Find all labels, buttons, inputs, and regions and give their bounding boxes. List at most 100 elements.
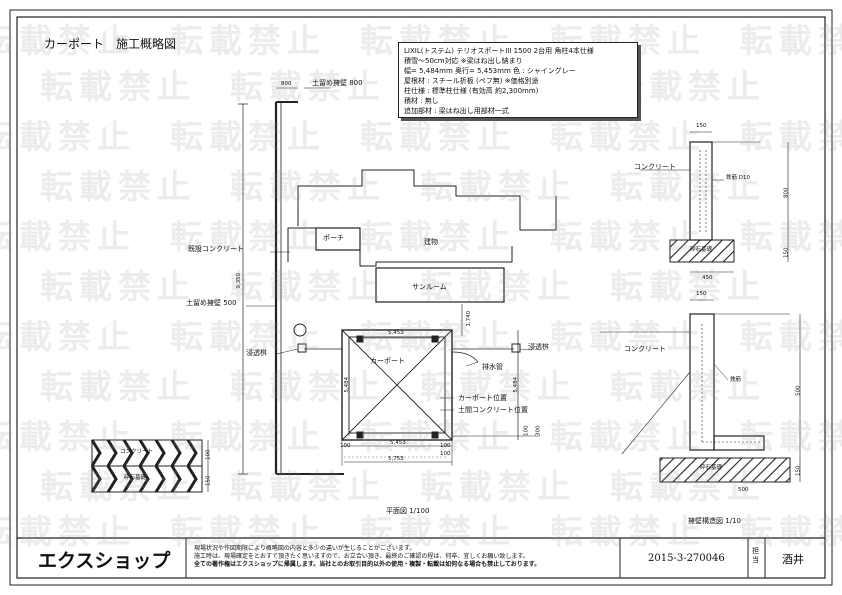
watermark-text: 転載禁止	[360, 512, 516, 551]
watermark-text: 転載禁止	[170, 21, 326, 60]
watermark-text: 転載禁止	[170, 317, 326, 356]
watermark-text: 転載禁止	[170, 117, 326, 156]
dim-100-c: 100	[523, 425, 530, 437]
watermark-text: 転載禁止	[0, 117, 136, 156]
soak-pit-right-label: 浸透桝	[528, 343, 549, 351]
wall-bottom-dim-150v: 150	[795, 465, 802, 477]
slab-base-label: 砕石基礎	[124, 475, 147, 481]
watermark-text: 転載禁止	[0, 317, 136, 356]
watermark-text: 転載禁止	[0, 417, 136, 456]
watermark-text: 転載禁止	[230, 67, 386, 106]
dim-5484-left: 5,484	[344, 376, 351, 393]
building-label: 建物	[424, 238, 438, 246]
dim-5453-top: 5,453	[388, 330, 404, 336]
carport-position-label: カーポート位置	[458, 394, 507, 402]
footer-note-1: 施工時は、現場確定をとおすで頂きたく思いますので、お立合い頂き、最終のご確認の程…	[194, 553, 529, 560]
wall-top-concrete-label: コンクリート	[634, 163, 676, 171]
dim-1740: 1,740	[466, 310, 473, 327]
watermark-text: 転載禁止	[550, 217, 706, 256]
watermark-text: 転載禁止	[40, 467, 196, 506]
footer-notes: 現場状況や作図期限により概略図の内容と多少の違いが生じることがございます。 施工…	[194, 545, 540, 569]
wall-top-dim-800: 800	[783, 187, 790, 199]
wall-bottom-dim-500b: 500	[738, 487, 749, 493]
existing-concrete-label: 既設コンクリート	[188, 245, 244, 253]
slab-concrete-label: コンクリート	[120, 449, 154, 455]
watermark-text: 転載禁止	[0, 512, 136, 551]
person-in-charge: 酒井	[782, 553, 804, 566]
plan-view	[238, 87, 557, 475]
dim-300: 300	[535, 425, 542, 437]
plan-scale-label: 平面図 1/100	[386, 507, 430, 515]
watermark-text: 転載禁止	[740, 417, 842, 456]
footer-note-0: 現場状況や作図期限により概略図の内容と多少の違いが生じることがございます。	[194, 545, 416, 552]
dim-100-d: 100	[440, 451, 451, 457]
spec-line-0: LIXIL(トステム) テリオスポートIII 1500 2台用 角柱4本仕様	[404, 47, 594, 55]
earth-concrete-position-label: 土間コンクリート位置	[458, 406, 528, 414]
dim-5753: 5,753	[388, 456, 404, 462]
watermark-text: 転載禁止	[40, 367, 196, 406]
watermark-text: 転載禁止	[170, 512, 326, 551]
watermark-text: 転載禁止	[230, 467, 386, 506]
watermark-text: 転載禁止	[610, 467, 766, 506]
watermark-text: 転載禁止	[740, 21, 842, 60]
dim-100-b: 100	[440, 443, 451, 449]
wall-bottom-base-label: 砕石基礎	[700, 465, 723, 471]
slab-dim-150: 150	[205, 475, 212, 487]
spec-line-6: 追加部材 : 梁はね出し用部材一式	[404, 107, 509, 115]
page-title: カーポート 施工概略図	[44, 37, 177, 51]
watermark-text: 転載禁止	[550, 117, 706, 156]
watermark-text: 転載禁止	[230, 367, 386, 406]
watermark-text: 転載禁止	[740, 317, 842, 356]
wall-top-dim-150v: 150	[783, 247, 790, 259]
spec-line-1: 積雪〜50cm対応 ※梁はね出し納まり	[404, 57, 523, 65]
soak-pit-left-label: 浸透桝	[246, 349, 267, 357]
drain-pipe-label: 排水管	[482, 363, 503, 371]
watermark-text: 転載禁止	[550, 317, 706, 356]
retaining-wall-500-label: 土留め擁壁 500	[186, 299, 237, 307]
slab-detail	[90, 439, 209, 493]
slab-dim-100: 100	[205, 449, 212, 461]
exshop-logo: エクスショップ	[38, 550, 171, 572]
watermark-text: 転載禁止	[360, 117, 516, 156]
dim-5453-bottom: 5,453	[390, 440, 406, 446]
wall-bottom-dim-500: 500	[795, 385, 802, 397]
watermark-text: 転載禁止	[170, 417, 326, 456]
watermark-text: 転載禁止	[40, 167, 196, 206]
wall-bottom-dim-150: 150	[696, 291, 707, 297]
watermark-text: 転載禁止	[610, 167, 766, 206]
wall-top-rebar-label: 鉄筋 D10	[726, 175, 750, 181]
wall-bottom-concrete-label: コンクリート	[624, 345, 666, 353]
inner-frame	[16, 16, 826, 579]
wall-bottom-rebar-label: 鉄筋	[730, 377, 742, 383]
watermark-text: 転載禁止	[550, 417, 706, 456]
wall-top-dim-150: 150	[696, 123, 707, 129]
watermark-text: 転載禁止	[610, 267, 766, 306]
watermark-text: 転載禁止	[230, 167, 386, 206]
tanto-label: 担当	[752, 547, 759, 564]
watermark-text: 転載禁止	[610, 367, 766, 406]
watermark-text: 転載禁止	[170, 217, 326, 256]
dim-9350: 9,350	[236, 272, 243, 289]
watermark-text: 転載禁止	[740, 117, 842, 156]
spec-box: LIXIL(トステム) テリオスポートIII 1500 2台用 角柱4本仕様 積…	[398, 42, 638, 118]
watermark-text: 転載禁止	[420, 367, 576, 406]
wall-detail-top	[640, 131, 789, 273]
spec-line-5: 積材 : 無し	[404, 97, 439, 105]
wall-top-base-label: 砕石基礎	[690, 247, 713, 253]
sunroom-label: サンルーム	[412, 283, 447, 291]
watermark-text: 転載禁止	[230, 267, 386, 306]
dim-5484-right: 5,484	[513, 376, 520, 393]
footer-note-2: 全ての著作権はエクスショップに帰属します。当社とのお取引目的以外の使用・複製・転…	[194, 561, 541, 568]
spec-line-3: 屋根材 : スチール折板 (ペフ無) ※価格別途	[404, 77, 539, 85]
dim-800: 800	[281, 81, 292, 87]
watermark-text: 転載禁止	[0, 21, 136, 60]
outer-frame	[9, 9, 833, 586]
spec-line-4: 柱仕様 : 標準柱仕様 (有効高 約2,300mm)	[404, 87, 539, 95]
wall-detail-bottom	[600, 299, 801, 483]
wall-structure-scale-label: 擁壁構造図 1/10	[688, 517, 741, 525]
watermark-text: 転載禁止	[360, 317, 516, 356]
watermark-text: 転載禁止	[420, 167, 576, 206]
wall-top-dim-450: 450	[702, 275, 713, 281]
watermark-text: 転載禁止	[40, 267, 196, 306]
